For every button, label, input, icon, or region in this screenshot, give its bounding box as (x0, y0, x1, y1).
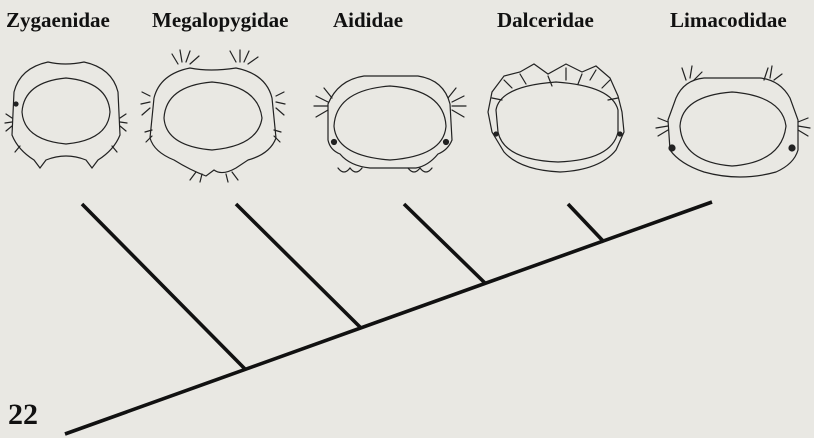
figure-number: 22 (8, 398, 38, 432)
head-capsule-megalopygidae (141, 50, 285, 182)
cladogram (65, 202, 712, 434)
branch-megalopygidae (236, 204, 361, 328)
branch-aididae (404, 204, 486, 284)
head-capsule-limacodidae (656, 66, 810, 177)
head-capsule-zygaenidae (5, 62, 127, 168)
branch-zygaenidae (82, 204, 246, 370)
cladogram-backbone (65, 202, 712, 434)
head-capsule-aididae (314, 76, 466, 172)
branch-dalceridae (568, 204, 604, 242)
head-capsule-dalceridae (488, 64, 624, 172)
